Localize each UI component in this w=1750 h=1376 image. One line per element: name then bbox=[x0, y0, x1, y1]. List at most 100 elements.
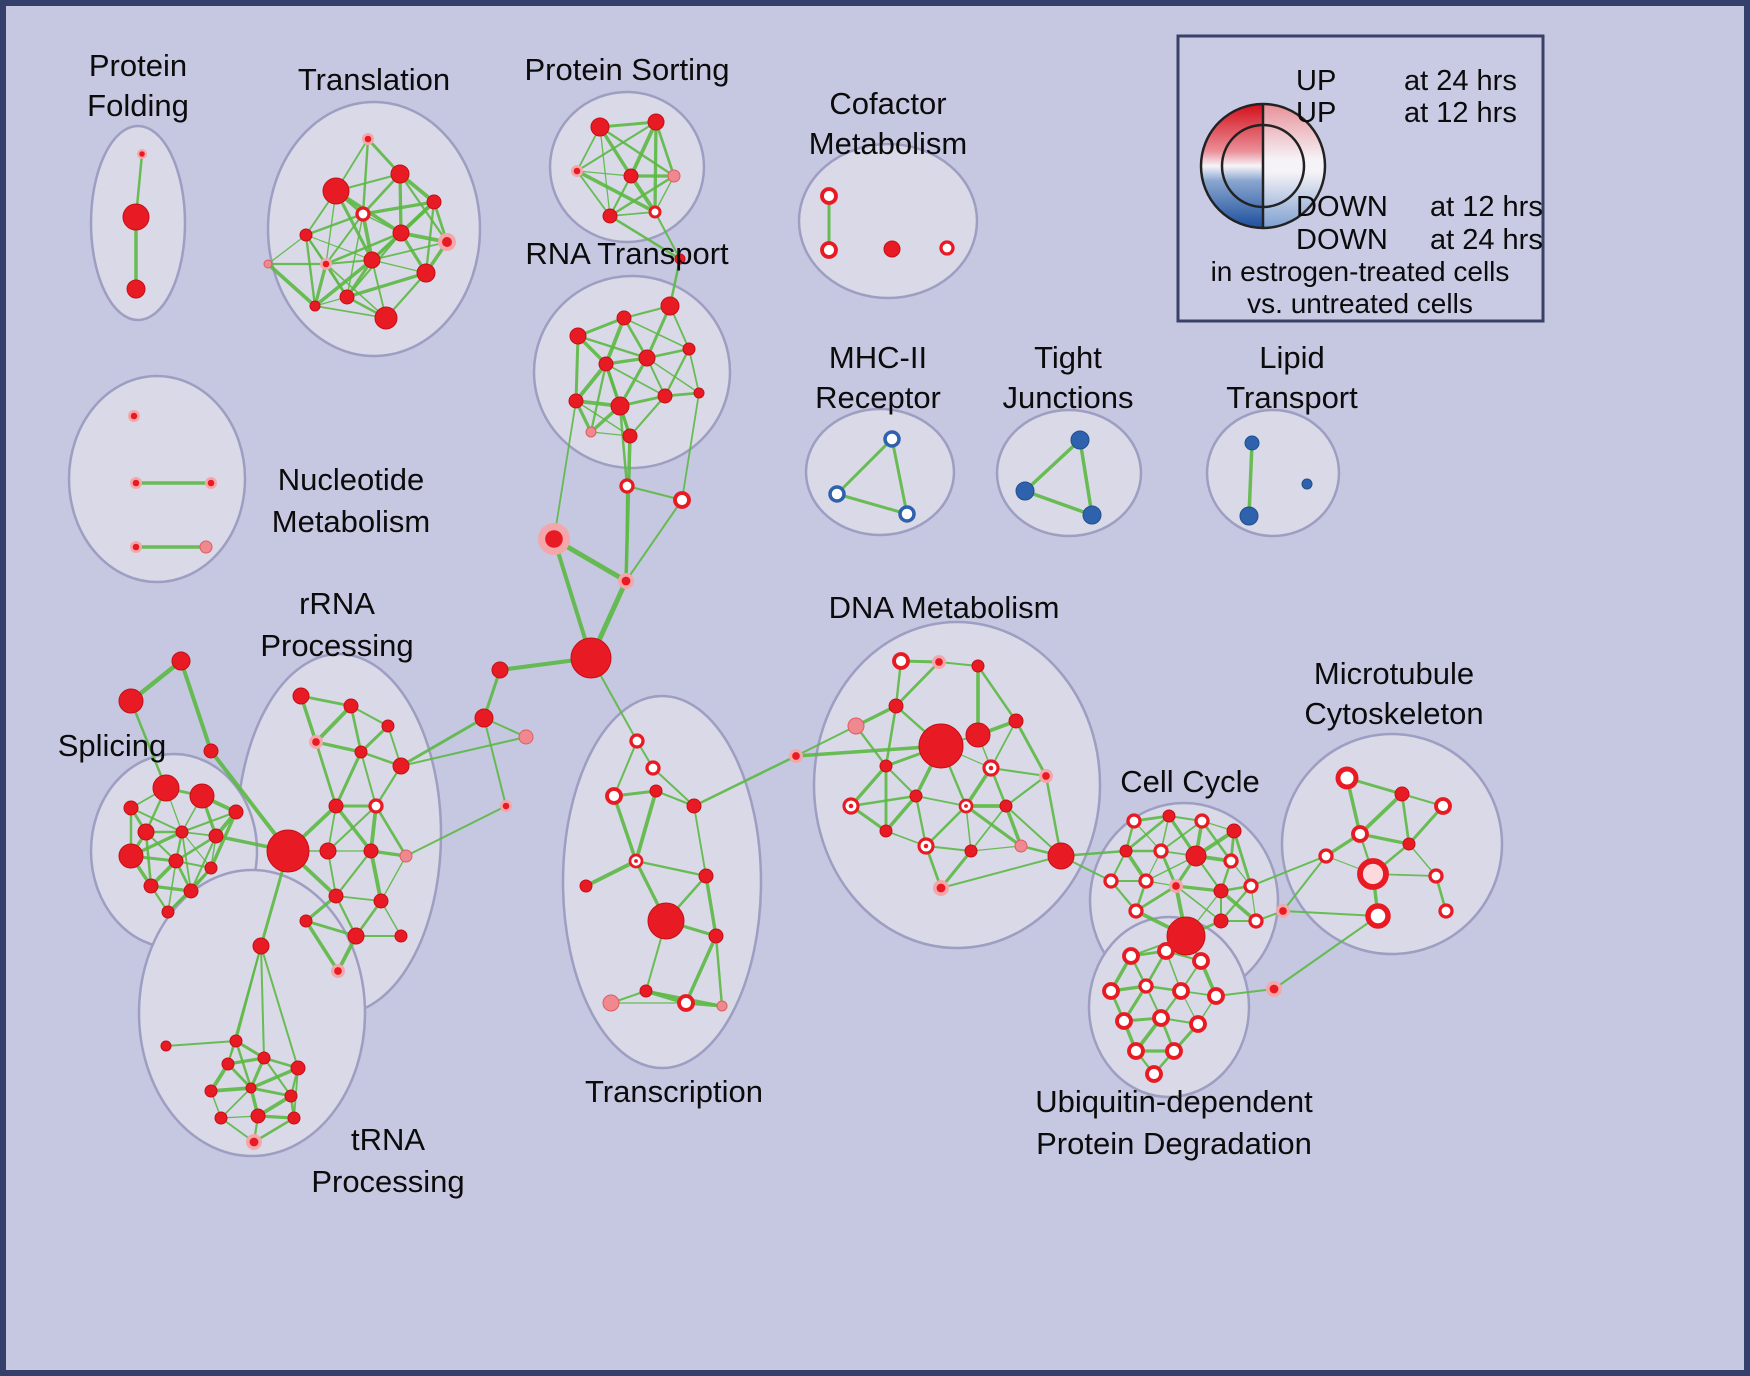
gene-node-pink-halo bbox=[246, 1134, 262, 1150]
gene-node-red bbox=[879, 759, 893, 773]
edge bbox=[552, 537, 593, 660]
gene-node-ring bbox=[1152, 1009, 1170, 1027]
edge bbox=[1004, 774, 1048, 808]
gene-node-red bbox=[204, 1084, 218, 1098]
gene-node-ring bbox=[645, 760, 661, 776]
gene-node-ring-dot bbox=[958, 798, 974, 814]
edge bbox=[345, 271, 428, 299]
cluster-label-nucleotide-metabolism: Metabolism bbox=[272, 504, 431, 539]
gene-node-red bbox=[319, 842, 337, 860]
gene-node-red bbox=[647, 902, 685, 940]
edge bbox=[325, 263, 387, 319]
gene-node-red bbox=[909, 789, 923, 803]
edge bbox=[598, 125, 633, 178]
cluster-label-nucleotide-metabolism: Nucleotide bbox=[278, 462, 424, 497]
edge bbox=[398, 172, 449, 244]
gene-node-pink-halo bbox=[438, 233, 456, 251]
edge bbox=[267, 234, 307, 265]
edge bbox=[884, 704, 898, 768]
gene-node-red bbox=[290, 1060, 306, 1076]
cluster-label-dna-metabolism: DNA Metabolism bbox=[829, 590, 1060, 625]
gene-node-ring bbox=[1351, 825, 1369, 843]
edge bbox=[574, 334, 580, 403]
gene-node-red bbox=[610, 396, 630, 416]
gene-node-red bbox=[381, 719, 395, 733]
cluster-label-cofactor-metabolism: Metabolism bbox=[809, 126, 968, 161]
gene-node-red bbox=[394, 929, 408, 943]
gene-node-ring bbox=[1165, 1042, 1183, 1060]
cluster-label-protein-folding: Protein bbox=[89, 48, 187, 83]
cluster-label-splicing: Splicing bbox=[58, 728, 167, 763]
edge bbox=[625, 499, 683, 582]
gene-node-pink-halo bbox=[618, 573, 634, 589]
legend-down24-label: DOWN bbox=[1296, 224, 1388, 256]
gene-node-pink bbox=[263, 259, 273, 269]
edge bbox=[940, 855, 1062, 889]
gene-node-ring bbox=[1248, 913, 1264, 929]
gene-node-red bbox=[374, 306, 398, 330]
gene-node-red bbox=[649, 784, 663, 798]
cluster-label-protein-sorting: Protein Sorting bbox=[524, 52, 729, 87]
edge bbox=[626, 485, 683, 501]
cluster-label-cell-cycle: Cell Cycle bbox=[1120, 764, 1260, 799]
edge bbox=[189, 834, 218, 893]
gene-node-pink-halo bbox=[1039, 769, 1053, 783]
gene-node-pink bbox=[585, 426, 597, 438]
gene-node-red bbox=[228, 804, 244, 820]
edge bbox=[314, 704, 353, 744]
gene-node-ring bbox=[1438, 903, 1454, 919]
gene-node-ring bbox=[368, 798, 384, 814]
cluster-label-trna-processing: Processing bbox=[311, 1164, 464, 1199]
gene-node-red bbox=[284, 1089, 298, 1103]
edge bbox=[400, 736, 527, 767]
gene-node-red bbox=[123, 800, 139, 816]
gene-node-red bbox=[965, 722, 991, 748]
gene-node-red bbox=[328, 798, 344, 814]
gene-node-red bbox=[698, 868, 714, 884]
gene-node-ring bbox=[1192, 952, 1210, 970]
gene-node-red bbox=[392, 757, 410, 775]
edge bbox=[965, 805, 972, 852]
edge bbox=[884, 794, 918, 833]
edge bbox=[249, 1086, 293, 1098]
edge bbox=[1160, 820, 1203, 852]
legend-caption-line1: in estrogen-treated cells bbox=[1211, 256, 1510, 287]
edge bbox=[835, 437, 894, 496]
gene-node-blue bbox=[1015, 481, 1035, 501]
edge bbox=[589, 362, 608, 434]
edge bbox=[1078, 438, 1094, 517]
edge bbox=[654, 175, 675, 213]
edge bbox=[835, 492, 909, 516]
gene-node-red bbox=[708, 928, 724, 944]
edge bbox=[1175, 885, 1222, 922]
gene-node-red bbox=[245, 1082, 257, 1094]
edge bbox=[584, 859, 638, 888]
gene-node-pink-halo bbox=[1169, 879, 1183, 893]
gene-node-ring bbox=[1126, 813, 1142, 829]
gene-node-pink bbox=[1014, 839, 1028, 853]
edge bbox=[266, 262, 317, 308]
gene-node-ring bbox=[1434, 797, 1452, 815]
edge bbox=[1174, 884, 1223, 893]
edge bbox=[693, 805, 707, 877]
gene-node-red bbox=[339, 289, 355, 305]
gene-node-red bbox=[287, 1111, 301, 1125]
gene-node-red bbox=[252, 937, 270, 955]
legend-up-down-glyph bbox=[1199, 102, 1327, 230]
gene-node-red bbox=[257, 1051, 271, 1065]
edge bbox=[371, 241, 448, 261]
edge bbox=[399, 716, 486, 768]
edge bbox=[1247, 441, 1254, 518]
edge bbox=[304, 919, 340, 973]
edge bbox=[553, 400, 577, 540]
gene-node-pink-halo bbox=[500, 800, 512, 812]
edge bbox=[1215, 988, 1275, 997]
cluster-label-microtubule-cytoskeleton: Cytoskeleton bbox=[1304, 696, 1483, 731]
gene-node-red bbox=[602, 208, 618, 224]
edge bbox=[314, 305, 387, 319]
edge bbox=[884, 764, 918, 798]
gene-node-red bbox=[674, 253, 686, 265]
cluster-label-tight-junctions: Junctions bbox=[1003, 380, 1134, 415]
gene-node-red bbox=[474, 708, 494, 728]
gene-node-pink bbox=[847, 717, 865, 735]
